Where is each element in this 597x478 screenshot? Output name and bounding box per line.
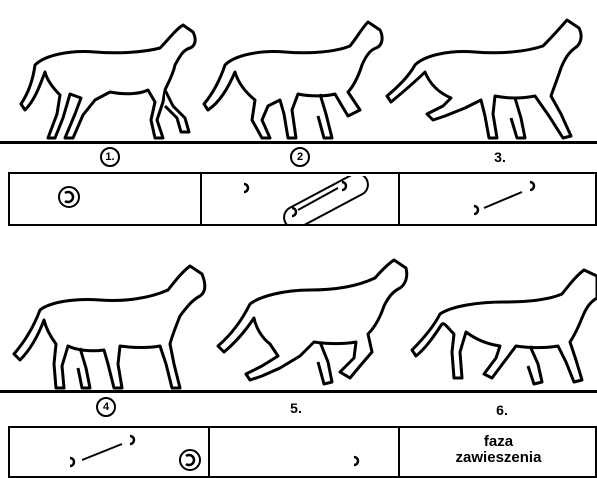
ground-line-bottom: [0, 390, 597, 393]
hoofprint-pair-diagonal: [460, 178, 550, 222]
footfall-box-top: [8, 172, 597, 226]
frame-label-4: 4: [86, 397, 126, 417]
suspension-phase-line-1: faza: [400, 434, 597, 450]
horse-figure-3: [385, 10, 595, 140]
frame-number-3: 3.: [494, 149, 506, 165]
horse-figure-2: [200, 10, 400, 140]
hoofprint-single-circled: [54, 182, 84, 212]
hoofprint-pair-diagonal-with-circled: [60, 430, 210, 476]
frame-number-5: 5.: [290, 400, 302, 416]
frame-number-4: 4: [96, 397, 116, 417]
suspension-phase-line-2: zawieszenia: [400, 450, 597, 466]
horse-figure-1: [15, 10, 205, 140]
frame-label-3: 3.: [480, 149, 520, 165]
horse-figure-5: [210, 258, 410, 390]
footfall-cell-5: [208, 428, 400, 476]
frame-number-6: 6.: [496, 402, 508, 418]
frame-label-2: 2: [280, 147, 320, 167]
footfall-cell-2: [200, 174, 400, 224]
horse-figure-6: [410, 262, 597, 390]
hoofprint-single: [346, 452, 366, 472]
hoofprint-pair-diagonal-circled: [232, 176, 372, 224]
footfall-cell-6: faza zawieszenia: [398, 428, 597, 476]
frame-number-2: 2: [290, 147, 310, 167]
ground-line-top: [0, 141, 597, 144]
frame-label-1: 1.: [90, 147, 130, 167]
footfall-cell-3: [398, 174, 597, 224]
frame-label-5: 5.: [276, 400, 316, 416]
suspension-phase-label: faza zawieszenia: [400, 434, 597, 466]
horse-figure-4: [10, 260, 210, 390]
footfall-box-bottom: faza zawieszenia: [8, 426, 597, 478]
footfall-cell-4: [10, 428, 208, 476]
frame-label-6: 6.: [482, 402, 522, 418]
frame-number-1: 1.: [100, 147, 120, 167]
footfall-cell-1: [10, 174, 200, 224]
